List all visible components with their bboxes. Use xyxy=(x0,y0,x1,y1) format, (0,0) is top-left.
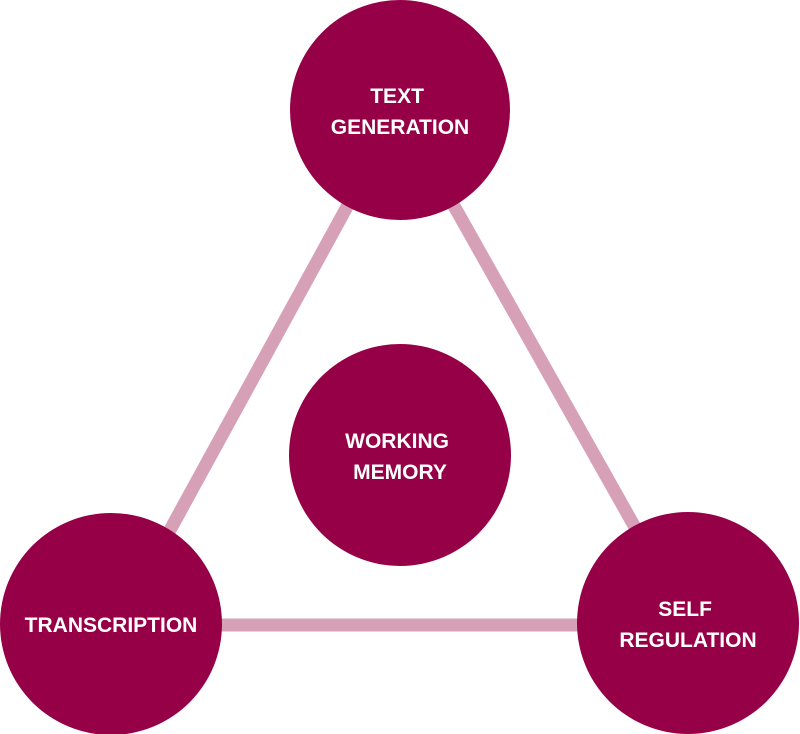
node-transcription-line-1: TRANSCRIPTION xyxy=(25,614,198,637)
node-text-generation-label: TEXT GENERATION xyxy=(331,85,469,139)
node-self-regulation-line-2: REGULATION xyxy=(619,629,756,652)
node-self-regulation: SELF REGULATION xyxy=(577,512,799,734)
node-working-memory-line-2: MEMORY xyxy=(353,461,447,484)
node-text-generation: TEXT GENERATION xyxy=(290,0,510,220)
node-working-memory-label: WORKING MEMORY xyxy=(345,430,455,484)
node-working-memory-circle xyxy=(289,344,511,566)
node-working-memory: WORKING MEMORY xyxy=(289,344,511,566)
node-self-regulation-line-1: SELF xyxy=(658,598,712,621)
node-text-generation-line-1: TEXT xyxy=(370,85,424,108)
node-self-regulation-label: SELF REGULATION xyxy=(619,598,756,652)
node-text-generation-circle xyxy=(290,0,510,220)
node-transcription-circle xyxy=(0,513,222,734)
node-self-regulation-circle xyxy=(577,512,799,734)
node-transcription: TRANSCRIPTION xyxy=(0,513,222,734)
node-transcription-label: TRANSCRIPTION xyxy=(25,614,198,637)
node-working-memory-line-1: WORKING xyxy=(345,430,449,453)
node-text-generation-line-2: GENERATION xyxy=(331,116,469,139)
